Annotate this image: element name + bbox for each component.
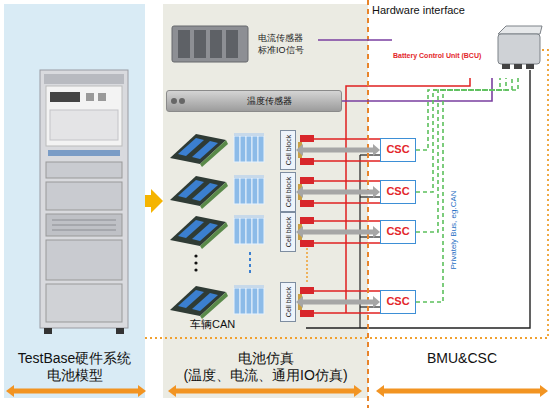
power-wire (359, 155, 360, 328)
bcu-connector (526, 64, 534, 69)
sensor-slot (194, 30, 206, 58)
sensor-bar: 温度传感器 (166, 90, 342, 112)
vehicle-can-wire (145, 50, 548, 338)
node-text: 电流传感器 标准IO信号 (258, 32, 318, 56)
sense-bus-wire (346, 78, 470, 313)
bcu-device-top (498, 26, 542, 34)
sensor-card-body (172, 26, 248, 62)
private-bus-wire (416, 78, 512, 232)
bcu-device-body (498, 34, 540, 64)
data-link-arrow (303, 148, 373, 153)
rack-caster (44, 328, 52, 334)
cell-row-illustration (170, 133, 380, 167)
csc-box: CSC (380, 290, 416, 314)
bcu-unit: Battery Control Unit (BCU) (392, 22, 542, 78)
rack-display (50, 92, 80, 102)
rack-button (98, 93, 106, 101)
sensor-slot (210, 30, 222, 58)
private-bus-wire (416, 78, 500, 150)
span-arrow (176, 389, 354, 394)
node-text: CSC (381, 181, 415, 203)
section-heading: Hardware interface (372, 4, 465, 16)
sensor-slot (178, 30, 190, 58)
rack-module (46, 214, 122, 236)
ellipsis-dot (194, 268, 197, 271)
rack-panel (50, 110, 118, 140)
bus-label: Privately Bus, eg.CAN (449, 190, 458, 269)
node-text: Battery Control Unit (BCU) (393, 52, 481, 59)
power-wire (306, 70, 530, 328)
data-link-arrow (303, 230, 373, 235)
span-arrow (384, 389, 540, 394)
csc-box: CSC (380, 180, 416, 204)
interface-divider (367, 0, 369, 408)
rack-cabinet (40, 70, 128, 328)
node-text: CSC (381, 291, 415, 313)
node-text: Cell block (285, 177, 292, 207)
bcu-connector (514, 64, 522, 69)
node-text: Cell block (285, 287, 292, 317)
sensor-head (179, 98, 185, 104)
rack-module (46, 162, 122, 178)
rack-vent (52, 220, 116, 230)
private-bus-wire (416, 78, 518, 302)
csc-box: CSC (380, 138, 416, 162)
cell-block-box: Cell block (280, 130, 296, 170)
cell-row-illustration (170, 215, 380, 249)
node-text: Cell block (285, 217, 292, 247)
rack-panel (46, 86, 122, 146)
panel-band: TestBase硬件系统 电池模型 (4, 4, 145, 398)
rack-module (46, 284, 122, 322)
data-link-arrow (303, 300, 373, 305)
rack-module (46, 240, 122, 280)
rack-module (46, 182, 122, 210)
sensor-head (171, 98, 177, 104)
node-text: TestBase硬件系统 电池模型 (4, 350, 145, 384)
bcu-connector (502, 64, 510, 69)
csc-box: CSC (380, 220, 416, 244)
node-text: CSC (381, 139, 415, 161)
rack-button (86, 93, 94, 101)
ellipsis-dot (194, 261, 197, 264)
panel-caption: BMU&CSC (427, 350, 497, 366)
rack-stripe (48, 150, 120, 156)
node-text: Cell block (285, 135, 292, 165)
cell-block-box: Cell block (280, 212, 296, 252)
node-text: CSC (381, 221, 415, 243)
cell-row-illustration (170, 285, 380, 319)
sensor-card: 电流传感器 标准IO信号 (168, 22, 318, 68)
data-link-arrow (303, 190, 373, 195)
signal-wire (342, 78, 492, 101)
private-bus-wire (416, 78, 506, 192)
panel-band: 电池仿真 (温度、电流、通用IO仿真) 电流传感器 标准IO信号温度传感器 Cell… (163, 4, 368, 398)
cell-row-illustration (170, 175, 380, 209)
rack-top (44, 74, 124, 84)
node-text: 温度传感器 (197, 91, 341, 111)
cell-block-box: Cell block (280, 172, 296, 212)
sensor-slot (226, 30, 238, 58)
signal-wire (318, 39, 392, 41)
feed-arrow (145, 195, 151, 207)
ellipsis-dash (306, 248, 308, 282)
node-text: 电池仿真 (温度、电流、通用IO仿真) (163, 350, 368, 384)
span-arrow (14, 389, 138, 394)
ellipsis-dot (194, 254, 197, 257)
rack-caster (116, 328, 124, 334)
ellipsis-dash (249, 252, 251, 274)
cell-block-box: Cell block (280, 282, 296, 322)
